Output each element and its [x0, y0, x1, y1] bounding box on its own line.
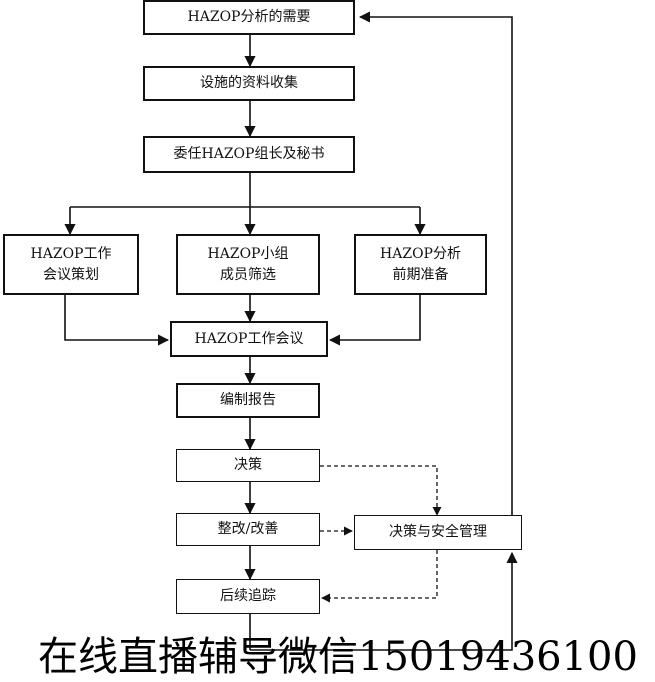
node-safety-management-label: 决策与安全管理	[389, 524, 487, 540]
arrow-prep-to-meeting	[328, 295, 421, 346]
node-write-report: 编制报告	[176, 383, 320, 418]
node-team-selection-line2: 成员筛选	[220, 266, 276, 283]
node-appoint-leader-label: 委任HAZOP组长及秘书	[173, 146, 325, 162]
node-pre-analysis-line1: HAZOP分析	[380, 245, 461, 262]
node-follow-up: 后续追踪	[176, 579, 320, 614]
node-appoint-leader: 委任HAZOP组长及秘书	[143, 136, 355, 173]
node-hazop-meeting-label: HAZOP工作会议	[194, 330, 304, 347]
arrow-bottom-to-safety	[250, 551, 518, 651]
dashed-safety-to-followup	[321, 550, 438, 603]
node-data-collection-label: 设施的资料收集	[200, 75, 298, 91]
node-pre-analysis: HAZOP分析 前期准备	[354, 234, 487, 295]
node-meeting-planning: HAZOP工作 会议策划	[3, 234, 139, 295]
node-write-report-label: 编制报告	[220, 392, 276, 408]
node-team-selection-line1: HAZOP小组	[207, 245, 289, 262]
node-hazop-need-label: HAZOP分析的需要	[187, 9, 311, 25]
node-decision-label: 决策	[234, 457, 262, 473]
node-rectify: 整改/改善	[176, 513, 320, 546]
node-data-collection: 设施的资料收集	[143, 66, 355, 101]
node-follow-up-label: 后续追踪	[220, 588, 276, 604]
node-meeting-planning-line1: HAZOP工作	[30, 245, 112, 262]
arrow-plan-to-meeting	[64, 295, 170, 346]
node-pre-analysis-line2: 前期准备	[392, 266, 449, 283]
node-team-selection: HAZOP小组 成员筛选	[176, 234, 320, 295]
node-meeting-planning-line2: 会议策划	[43, 266, 99, 283]
dashed-decision-to-safety	[320, 465, 442, 516]
node-hazop-meeting: HAZOP工作会议	[170, 321, 328, 357]
node-rectify-label: 整改/改善	[217, 521, 279, 537]
node-hazop-need: HAZOP分析的需要	[143, 0, 355, 35]
watermark-text: 在线直播辅导微信15019436100	[38, 634, 638, 680]
node-decision: 决策	[176, 449, 320, 482]
arrow-safety-to-need	[358, 11, 513, 517]
node-safety-management: 决策与安全管理	[354, 515, 522, 550]
